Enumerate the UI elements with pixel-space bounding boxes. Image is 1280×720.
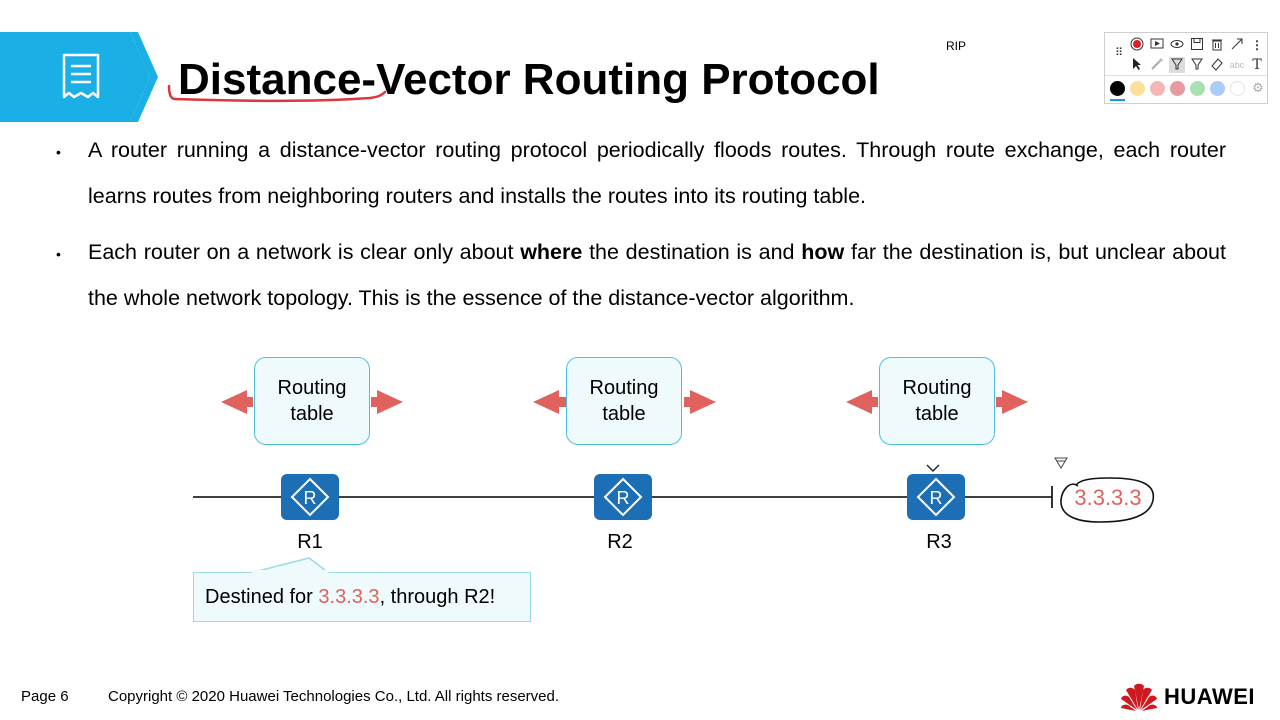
emphasis-where: where bbox=[520, 240, 583, 264]
callout-address: 3.3.3.3 bbox=[318, 586, 380, 608]
bullet-text-2: Each router on a network is clear only a… bbox=[88, 240, 1226, 310]
bullet-text-1: A router running a distance-vector routi… bbox=[88, 138, 1226, 208]
router-icon: R bbox=[281, 474, 339, 520]
trash-icon[interactable] bbox=[1209, 37, 1225, 53]
highlighter-icon[interactable] bbox=[1189, 57, 1205, 73]
bullet-dot: • bbox=[56, 246, 61, 262]
pointer-icon[interactable] bbox=[1129, 57, 1145, 73]
toolbar-divider bbox=[1105, 75, 1267, 76]
header-banner bbox=[0, 32, 158, 122]
flood-arrows-r2 bbox=[533, 390, 716, 414]
collapse-icon[interactable] bbox=[1229, 37, 1245, 53]
selected-color-indicator bbox=[1110, 99, 1125, 101]
color-swatch-blue[interactable] bbox=[1210, 81, 1225, 96]
document-icon bbox=[62, 53, 100, 99]
flood-arrows-r1 bbox=[221, 390, 403, 414]
pen-icon[interactable] bbox=[1169, 57, 1185, 73]
router-label-r2: R2 bbox=[607, 531, 633, 553]
router-icon: R bbox=[594, 474, 652, 520]
huawei-flower-icon bbox=[1121, 683, 1157, 711]
svg-text:R: R bbox=[930, 488, 943, 508]
laser-icon[interactable] bbox=[1149, 57, 1165, 73]
color-swatch-pink[interactable] bbox=[1150, 81, 1165, 96]
copyright-text: Copyright © 2020 Huawei Technologies Co.… bbox=[108, 688, 560, 705]
color-swatch-green[interactable] bbox=[1190, 81, 1205, 96]
bullet-dot: • bbox=[56, 144, 61, 160]
route-callout: Destined for 3.3.3.3, through R2! bbox=[193, 572, 531, 622]
text-icon[interactable]: T bbox=[1252, 57, 1262, 73]
page-title: Distance-Vector Routing Protocol bbox=[178, 55, 880, 104]
drag-handle-icon[interactable]: ⠿ bbox=[1114, 47, 1124, 59]
destination-address: 3.3.3.3 bbox=[1074, 485, 1142, 510]
record-icon[interactable] bbox=[1129, 37, 1145, 53]
text-style-icon[interactable]: abc bbox=[1229, 60, 1245, 70]
ink-tick-annotation bbox=[926, 464, 940, 472]
svg-text:R: R bbox=[617, 488, 630, 508]
more-icon[interactable]: ⋮ bbox=[1251, 38, 1263, 52]
color-swatch-black[interactable] bbox=[1110, 81, 1125, 96]
flood-arrows-r3 bbox=[846, 390, 1028, 414]
pen-cursor-icon bbox=[1054, 457, 1068, 469]
save-icon[interactable] bbox=[1189, 37, 1205, 53]
page-number: Page 6 bbox=[21, 688, 69, 705]
router-icon: R bbox=[907, 474, 965, 520]
present-icon[interactable] bbox=[1149, 37, 1165, 53]
ink-underline-annotation bbox=[167, 84, 387, 102]
router-label-r1: R1 bbox=[297, 531, 323, 553]
router-label-r3: R3 bbox=[926, 531, 952, 553]
ink-circle-annotation bbox=[1060, 477, 1155, 523]
eye-icon[interactable] bbox=[1169, 37, 1185, 53]
color-swatch-white[interactable] bbox=[1230, 81, 1245, 96]
emphasis-how: how bbox=[801, 240, 845, 264]
svg-text:R: R bbox=[304, 488, 317, 508]
color-swatch-rose[interactable] bbox=[1170, 81, 1185, 96]
annotation-toolbar[interactable]: ⠿ ⋮ abc T ⚙ bbox=[1104, 32, 1268, 104]
color-swatch-yellow[interactable] bbox=[1130, 81, 1145, 96]
section-label: RIP bbox=[946, 39, 967, 53]
eraser-icon[interactable] bbox=[1209, 57, 1225, 73]
brand-name: HUAWEI bbox=[1164, 684, 1255, 709]
settings-gear-icon[interactable]: ⚙ bbox=[1252, 80, 1264, 95]
huawei-logo: HUAWEI bbox=[1120, 682, 1255, 712]
